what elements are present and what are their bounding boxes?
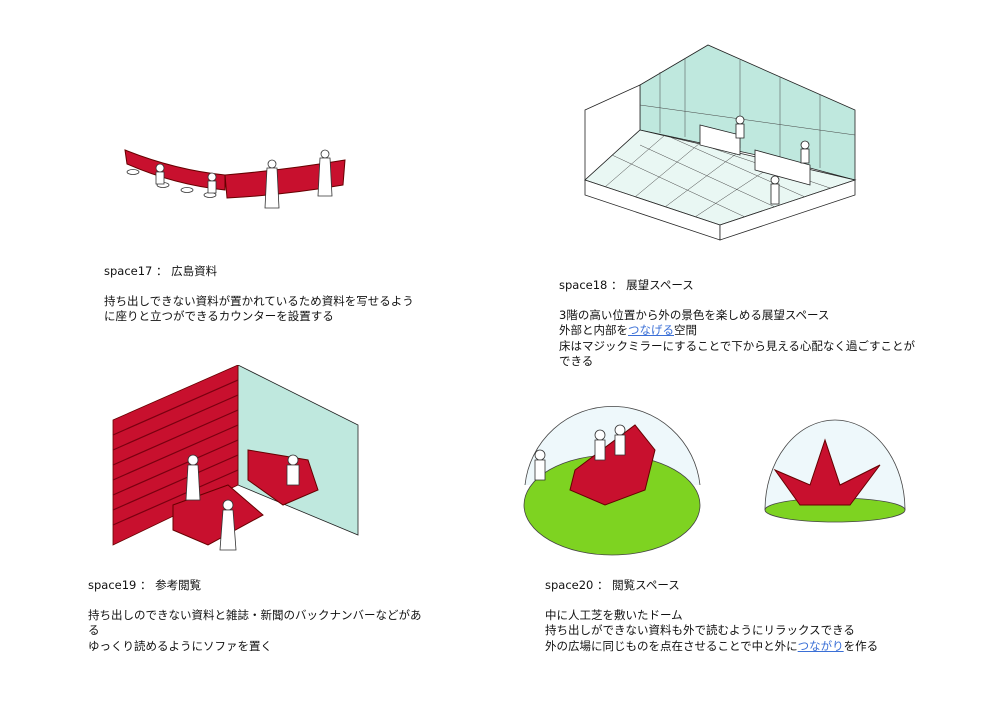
space19-line: ゆっくり読めるようにソファを置く [88,638,272,653]
space18-label: space18 ： 展望スペース [559,278,694,292]
connection-link[interactable]: つながり [797,638,844,653]
space17-description: space17 ： 広島資料 持ち出しできない資料が置かれているため資料を写せる… [104,264,414,325]
space18-line: できる [559,354,594,368]
space19-label: space19 ： 参考閲覧 [88,578,202,592]
space17-line: に座りと立つができるカウンターを設置する [104,309,334,323]
space18-line: 床はマジックミラーにすることで下から見える心配なく過ごすことが [559,338,916,353]
connect-link[interactable]: つなげる [628,323,674,337]
text: 外部と内部を [559,323,628,337]
text: を作る [843,638,879,653]
space19-line: 持ち出しのできない資料と雑誌・新聞のバックナンバーなどがあ [88,607,422,622]
text: 空間 [674,323,697,337]
space17-line: 持ち出しできない資料が置かれているため資料を写せるよう [104,293,414,308]
space18-line: 外部と内部をつなげる空間 [559,323,915,339]
space18-description: space18 ： 展望スペース 3階の高い位置から外の景色を楽しめる展望スペー… [559,278,915,370]
space20-line: 持ち出しができない資料も外で読むようにリラックスできる [545,623,855,637]
space20-line: 外の広場に同じものを点在させることで中と外につながりを作る [545,639,878,655]
space19-line: る [88,623,100,637]
space19-description: space19 ： 参考閲覧 持ち出しのできない資料と雑誌・新聞のバックナンバー… [88,578,422,654]
observation-room-sketch [584,44,857,241]
counter-sketch [124,149,346,209]
text: 外の広場に同じものを点在させることで中と外に [545,638,798,653]
space17-label: space17 ： 広島資料 [104,264,218,278]
dome-sketch [523,406,906,556]
space20-description: space20 ： 閲覧スペース 中に人工芝を敷いたドーム 持ち出しができない資… [545,578,878,654]
space20-label: space20 ： 閲覧スペース [545,578,680,592]
reference-reading-sketch [112,365,359,551]
space18-line: 3階の高い位置から外の景色を楽しめる展望スペース [559,307,830,322]
space20-line: 中に人工芝を敷いたドーム [545,607,683,622]
